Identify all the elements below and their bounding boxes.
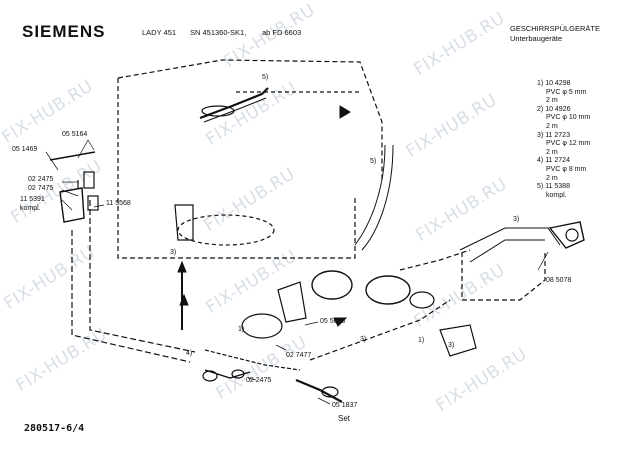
inlet-valve bbox=[548, 221, 585, 249]
document-number: 280517-6/4 bbox=[24, 423, 85, 434]
callout-3: 3) bbox=[170, 249, 177, 256]
part-label-051469: 05 1469 bbox=[12, 146, 38, 153]
spray-pipe bbox=[199, 87, 269, 120]
legend-item-desc: PVC φ 5 mm bbox=[546, 88, 587, 96]
model-code: SN 451360-SK1, bbox=[190, 28, 247, 37]
brand-logo: SIEMENS bbox=[22, 22, 106, 41]
arrow-down bbox=[177, 260, 187, 273]
legend-item: 3) 11 2723 bbox=[537, 131, 570, 139]
callout-1: 1) bbox=[418, 337, 425, 344]
legend-item-desc: kompl. bbox=[546, 191, 567, 199]
legend-item-len: 2 m bbox=[546, 148, 558, 156]
callout-5: 5) bbox=[262, 74, 269, 81]
part-label-set: Set bbox=[338, 414, 351, 423]
legend-item-desc: PVC φ 12 mm bbox=[546, 140, 591, 148]
legend-item-desc: PVC φ 10 mm bbox=[546, 114, 591, 122]
callout-5: 5) bbox=[370, 158, 377, 165]
part-label-kompl: kompl. bbox=[20, 205, 41, 212]
model-name: LADY 451 bbox=[142, 28, 177, 37]
part-label-027475: 02 7475 bbox=[28, 185, 54, 192]
part-label-085078: 08 5078 bbox=[546, 277, 572, 284]
part-label-055164: 05 5164 bbox=[62, 131, 88, 138]
parts-legend: 1) 10 4298 PVC φ 5 mm 2 m 2) 10 4926 PVC… bbox=[537, 80, 590, 200]
drain-hose bbox=[295, 378, 343, 403]
pump bbox=[311, 270, 353, 300]
hose-3 bbox=[459, 227, 561, 251]
part-label-051837: 05 1837 bbox=[332, 402, 358, 409]
part-label-115568: 11 5568 bbox=[106, 200, 131, 207]
callout-4: 4) bbox=[186, 350, 193, 357]
legend-item: 1) 10 4298 bbox=[537, 80, 571, 87]
left-valve bbox=[59, 187, 85, 223]
part-label-022475: 02 2475 bbox=[28, 176, 54, 183]
hose-5 bbox=[354, 144, 386, 246]
production-from: ab FD 6603 bbox=[262, 28, 302, 37]
arrow-flow bbox=[339, 105, 351, 119]
subcategory-title: Unterbaugeräte bbox=[510, 34, 563, 43]
tub-outline bbox=[117, 78, 356, 259]
callout-1: 1) bbox=[238, 326, 245, 333]
callout-3: 3) bbox=[513, 216, 520, 223]
category-title: GESCHIRRSPÜLGERÄTE bbox=[510, 24, 601, 33]
part-label-055655: 05 5655 bbox=[320, 318, 346, 325]
legend-item: 5) 11 5388 bbox=[537, 183, 570, 191]
legend-item-len: 2 m bbox=[546, 97, 558, 105]
part-label-115391: 11 5391 bbox=[20, 196, 45, 203]
part-label-027477: 02 7477 bbox=[286, 352, 312, 359]
legend-item-len: 2 m bbox=[546, 174, 558, 182]
legend-item: 2) 10 4926 bbox=[537, 105, 571, 113]
legend-item-len: 2 m bbox=[546, 122, 558, 130]
part-label-022475: 02 2475 bbox=[246, 377, 272, 384]
legend-item-desc: PVC φ 8 mm bbox=[546, 165, 587, 173]
hose-1 bbox=[204, 349, 301, 371]
callout-3: 3) bbox=[448, 342, 455, 349]
callout-3: 3) bbox=[360, 336, 367, 343]
legend-item: 4) 11 2724 bbox=[537, 157, 570, 165]
